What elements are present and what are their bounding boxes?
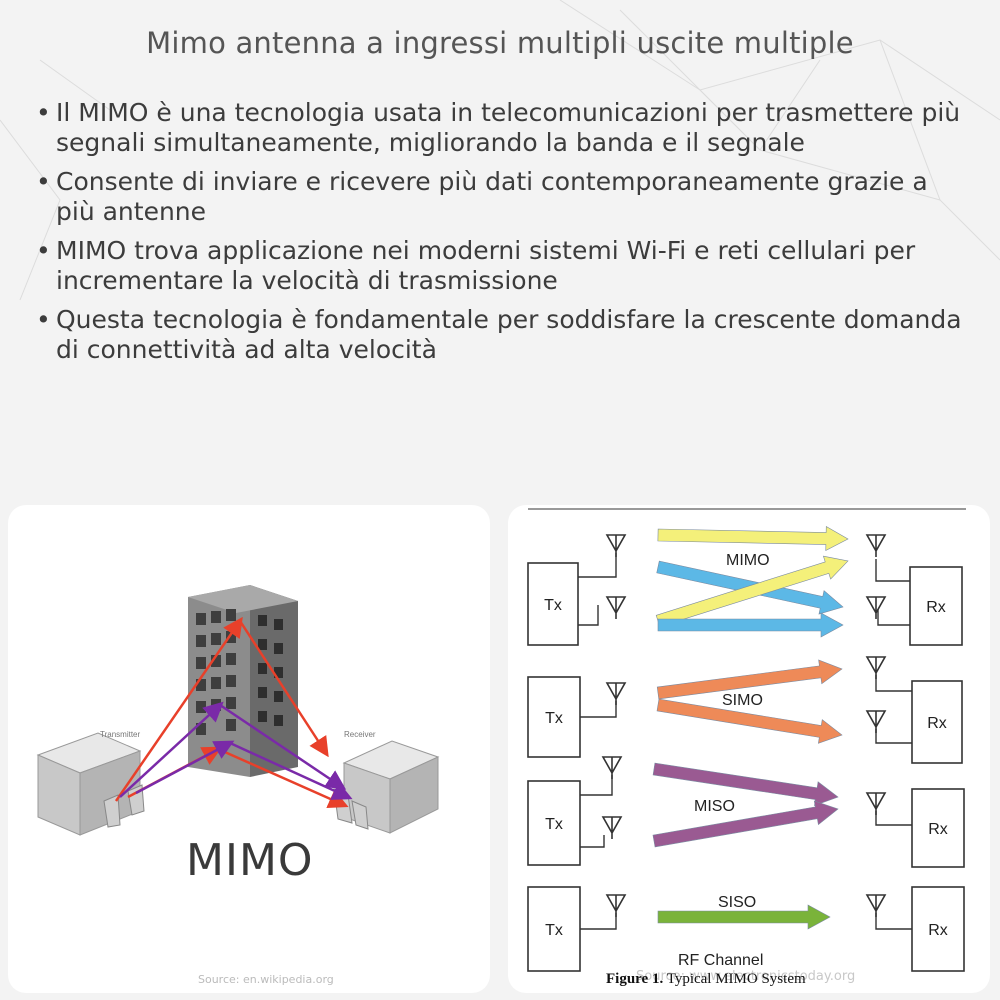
page-title: Mimo antenna a ingressi multipli uscite … bbox=[146, 26, 854, 60]
bullet-item: •Questa tecnologia è fondamentale per so… bbox=[36, 305, 962, 364]
signal-rays bbox=[114, 616, 353, 809]
arrow-purple bbox=[652, 800, 839, 848]
arrow-orange bbox=[656, 659, 843, 700]
figure-caption-bold: Figure 1. bbox=[606, 971, 664, 987]
transmitter-device: Transmitter bbox=[36, 730, 145, 836]
label-mimo: MIMO bbox=[726, 552, 770, 569]
rx-wiring-siso bbox=[875, 913, 912, 930]
tx-antenna-icon bbox=[605, 682, 627, 705]
tx-box-mimo-label: Tx bbox=[544, 597, 562, 614]
bullet-item: •MIMO trova applicazione nei moderni sis… bbox=[36, 236, 916, 295]
bullet-item: •Il MIMO è una tecnologia usata in telec… bbox=[36, 98, 961, 157]
rx-antenna-icon bbox=[865, 534, 887, 557]
tx-box-mimo bbox=[527, 562, 579, 646]
mimo-label: MIMO bbox=[186, 835, 314, 886]
label-miso: MISO bbox=[694, 798, 735, 815]
rx-box-mimo-label: Rx bbox=[926, 599, 946, 616]
bullet-text: Il MIMO è una tecnologia usata in teleco… bbox=[56, 98, 961, 157]
tx-box-miso bbox=[527, 780, 581, 866]
tx-box-miso-label: Tx bbox=[545, 816, 563, 833]
label-siso: SISO bbox=[718, 894, 756, 911]
building bbox=[188, 585, 298, 777]
tx-box-simo-label: Tx bbox=[545, 710, 563, 727]
image-source: Source: en.wikipedia.org bbox=[198, 973, 334, 986]
rx-antenna-icon bbox=[865, 596, 887, 619]
transmitter-label: Transmitter bbox=[100, 730, 140, 739]
tx-box-siso-label: Tx bbox=[545, 922, 563, 939]
rx-wiring-mimo bbox=[875, 559, 910, 626]
bullet-list: •Il MIMO è una tecnologia usata in telec… bbox=[34, 98, 974, 374]
arrow-yellow bbox=[657, 526, 849, 552]
rx-antenna-icon bbox=[865, 656, 887, 679]
tx-wiring-siso bbox=[580, 913, 617, 930]
rf-channel-label: RF Channel bbox=[678, 952, 763, 969]
rx-box-siso-label: Rx bbox=[928, 922, 948, 939]
arrow-orange bbox=[656, 698, 843, 744]
mimo-illustration-panel: Transmitter Receiver MIMO Source: en.wik… bbox=[8, 505, 490, 993]
rx-box-mimo bbox=[909, 566, 963, 646]
rx-wiring-miso bbox=[875, 811, 912, 826]
bullet-item: •Consente di inviare e ricevere più dati… bbox=[36, 167, 928, 226]
label-simo: SIMO bbox=[722, 692, 763, 709]
bullet-text: MIMO trova applicazione nei moderni sist… bbox=[56, 236, 916, 295]
arrow-blue bbox=[657, 612, 844, 638]
bullet-text: Questa tecnologia è fondamentale per sod… bbox=[56, 305, 962, 364]
rx-box-miso bbox=[911, 788, 965, 868]
rx-box-siso bbox=[911, 886, 965, 972]
tx-box-simo bbox=[527, 676, 581, 758]
arrow-yellow bbox=[655, 555, 849, 628]
tx-antenna-icon bbox=[601, 756, 623, 779]
rx-antenna-icon bbox=[865, 894, 887, 917]
tx-wiring-miso bbox=[580, 775, 613, 848]
bullet-text: Consente di inviare e ricevere più dati … bbox=[56, 167, 928, 226]
arrow-purple bbox=[652, 762, 839, 807]
diagram-source: Source: www.electronicstoday.org bbox=[636, 969, 856, 984]
tx-antenna-icon bbox=[605, 534, 627, 557]
arrow-green bbox=[657, 904, 831, 930]
receiver-device: Receiver bbox=[333, 730, 440, 834]
rx-box-miso-label: Rx bbox=[928, 821, 948, 838]
rx-antenna-icon bbox=[865, 792, 887, 815]
tx-wiring-simo bbox=[580, 701, 617, 718]
rx-box-simo bbox=[911, 680, 963, 764]
tx-antenna-icon bbox=[601, 816, 623, 839]
tx-antenna-icon bbox=[605, 894, 627, 917]
rx-box-simo-label: Rx bbox=[927, 715, 947, 732]
rx-antenna-icon bbox=[865, 710, 887, 733]
receiver-label: Receiver bbox=[344, 730, 376, 739]
rx-wiring-simo bbox=[875, 675, 912, 744]
figure-caption-text: Typical MIMO System bbox=[663, 971, 806, 987]
tx-wiring-mimo bbox=[578, 553, 617, 626]
building-illustration: Transmitter Receiver bbox=[36, 585, 440, 836]
figure-caption: Figure 1. Typical MIMO System bbox=[606, 971, 806, 988]
tx-antenna-icon bbox=[605, 596, 627, 619]
